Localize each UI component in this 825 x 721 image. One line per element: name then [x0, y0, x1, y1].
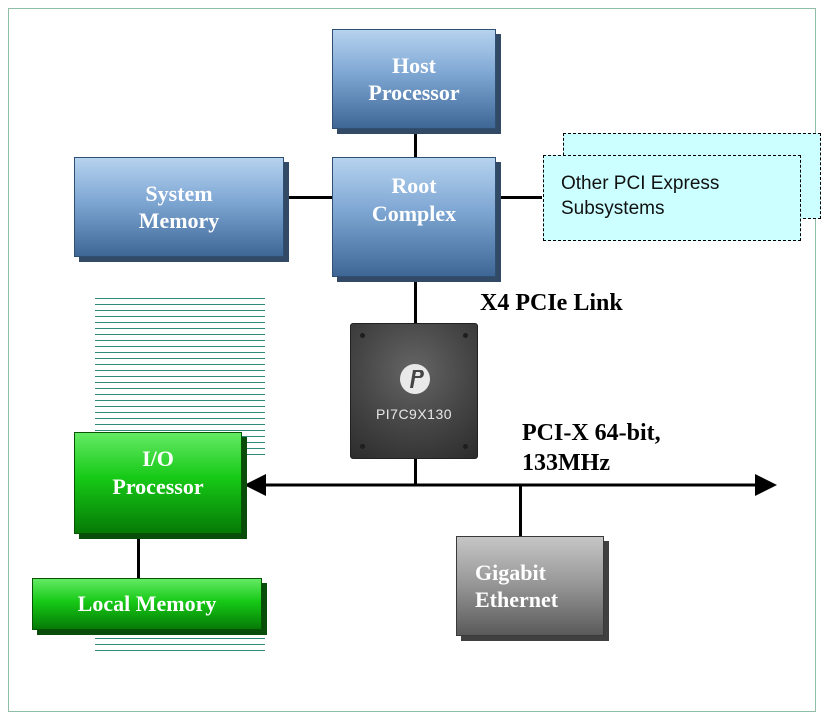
hatch-pattern	[95, 298, 265, 456]
chip-corner-dot	[360, 444, 365, 449]
root-complex-block: Root Complex	[332, 157, 496, 277]
pcie-link-line	[414, 282, 417, 324]
chip-corner-dot	[360, 333, 365, 338]
pcix-bus-label: PCI-X 64-bit, 133MHz	[522, 420, 661, 476]
pcie-link-label: X4 PCIe Link	[480, 290, 623, 316]
diagram-frame	[8, 8, 816, 712]
host-processor-block: Host Processor	[332, 29, 496, 129]
io-processor-block: I/O Processor	[74, 432, 242, 534]
hatch-pattern-lower	[95, 632, 265, 652]
chip-corner-dot	[463, 444, 468, 449]
pi7c9x130-chip: PI7C9X130	[350, 323, 478, 459]
subsystem-box-front	[543, 155, 801, 241]
pericom-logo-icon	[400, 364, 430, 394]
io-local-connector	[137, 536, 140, 580]
chip-corner-dot	[463, 333, 468, 338]
chip-part-number: PI7C9X130	[375, 406, 453, 422]
chip-bus-connector	[414, 458, 417, 486]
local-memory-block: Local Memory	[32, 578, 262, 630]
root-subsystem-connector	[498, 196, 542, 199]
memory-root-connector	[286, 196, 332, 199]
gigabit-ethernet-block: Gigabit Ethernet	[456, 536, 604, 636]
subsystems-label: Other PCI Express Subsystems	[561, 173, 720, 219]
ethernet-bus-connector	[519, 484, 522, 540]
system-memory-block: System Memory	[74, 157, 284, 257]
host-root-connector	[414, 130, 417, 160]
